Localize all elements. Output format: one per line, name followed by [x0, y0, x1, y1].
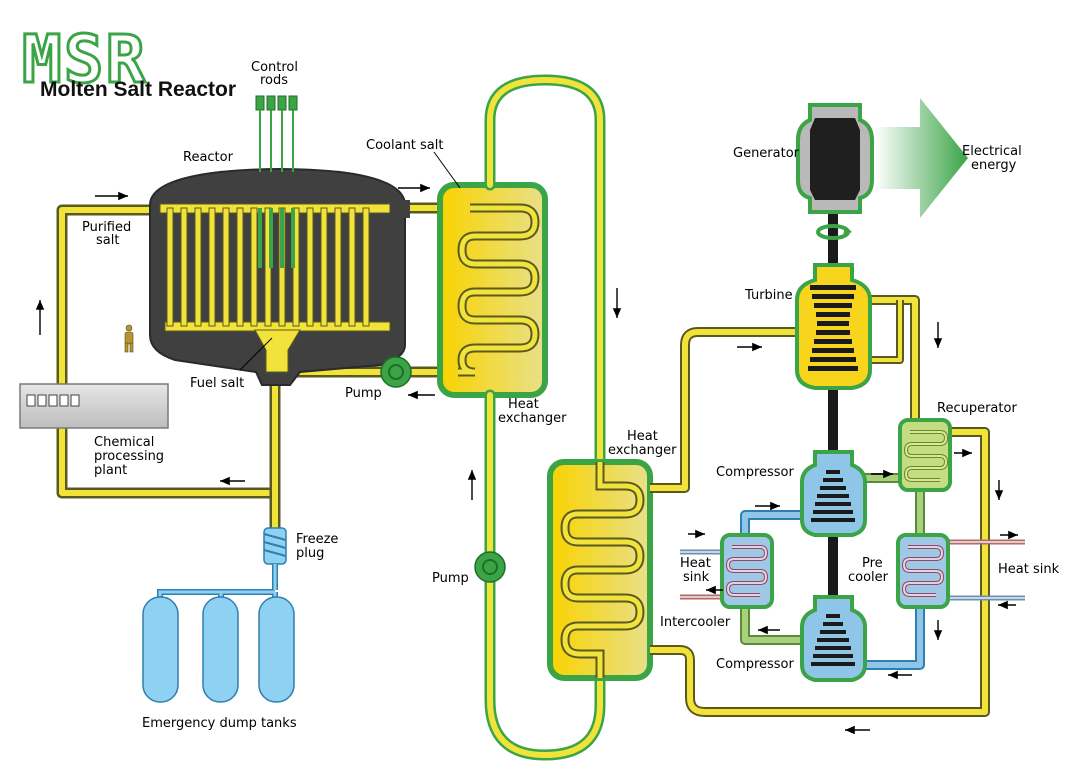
label-electrical-1: Electrical: [962, 144, 1022, 159]
freeze-plug: [263, 527, 287, 565]
label-electrical-2: energy: [971, 158, 1017, 173]
msr-logo: MSR Molten Salt Reactor: [21, 20, 237, 102]
label-heat-sink-left-1: Heat: [680, 556, 711, 571]
label-heat-sink-left-2: sink: [683, 570, 710, 585]
heat-exchanger-1: [437, 182, 548, 398]
label-heat-exchanger-1b: exchanger: [498, 411, 567, 426]
compressor-upper: [800, 450, 867, 537]
label-intercooler: Intercooler: [660, 615, 731, 630]
label-control-rods-1: Control: [251, 60, 298, 75]
generator: [796, 103, 874, 214]
flow-arrows: [35, 183, 1018, 735]
label-emergency-dump-tanks: Emergency dump tanks: [142, 716, 297, 731]
label-precooler-2: cooler: [848, 570, 889, 585]
coolant-salt-loop: [484, 74, 606, 761]
label-heat-exchanger-1a: Heat: [508, 397, 539, 412]
dump-tank-pipes: [157, 564, 278, 600]
label-chemical-1: Chemical: [94, 435, 154, 450]
control-rods: [255, 95, 298, 268]
label-compressor-lower: Compressor: [716, 657, 795, 672]
leader-lines: [239, 151, 461, 371]
turbine: [795, 263, 872, 390]
label-pump-1: Pump: [345, 386, 382, 401]
label-control-rods-2: rods: [260, 73, 288, 88]
electrical-energy-arrow: [875, 98, 968, 218]
logo-subtitle: Molten Salt Reactor: [40, 78, 236, 101]
label-coolant-salt: Coolant salt: [366, 138, 443, 153]
person-figure: [124, 324, 134, 353]
label-fuel-salt: Fuel salt: [190, 376, 244, 391]
label-purified-salt-1: Purified: [82, 220, 131, 235]
recuperator: [898, 418, 952, 492]
label-turbine: Turbine: [744, 288, 793, 303]
label-heat-sink-right: Heat sink: [998, 562, 1060, 577]
label-recuperator: Recuperator: [937, 401, 1017, 416]
label-freeze-plug-2: plug: [296, 546, 324, 561]
label-chemical-3: plant: [94, 463, 127, 478]
shaft-rotation-arrow: [816, 224, 852, 240]
labels: Control rods Reactor Coolant salt Purifi…: [82, 60, 1060, 731]
emergency-dump-tanks: [142, 596, 295, 703]
label-freeze-plug-1: Freeze: [296, 532, 338, 547]
label-heat-exchanger-2b: exchanger: [608, 443, 677, 458]
label-purified-salt-2: salt: [96, 233, 119, 248]
label-precooler-1: Pre: [862, 556, 883, 571]
pump-1: [380, 356, 412, 388]
heat-exchanger-2: [547, 459, 653, 681]
logo-msr-text: MSR: [22, 21, 147, 98]
pump-2: [474, 551, 506, 583]
intercooler: [720, 533, 774, 609]
label-compressor-upper: Compressor: [716, 465, 795, 480]
reactor-vessel: [149, 168, 410, 386]
drive-shaft: [828, 200, 838, 680]
chemical-processing-plant: [19, 383, 169, 429]
gas-loop-pipes: [650, 295, 990, 717]
label-pump-2: Pump: [432, 571, 469, 586]
label-chemical-2: processing: [94, 449, 164, 464]
compressor-lower: [800, 595, 867, 682]
precooler: [896, 533, 950, 609]
label-generator: Generator: [733, 146, 800, 161]
reactor-core: [159, 203, 391, 373]
label-reactor: Reactor: [183, 150, 234, 165]
label-heat-exchanger-2a: Heat: [627, 429, 658, 444]
